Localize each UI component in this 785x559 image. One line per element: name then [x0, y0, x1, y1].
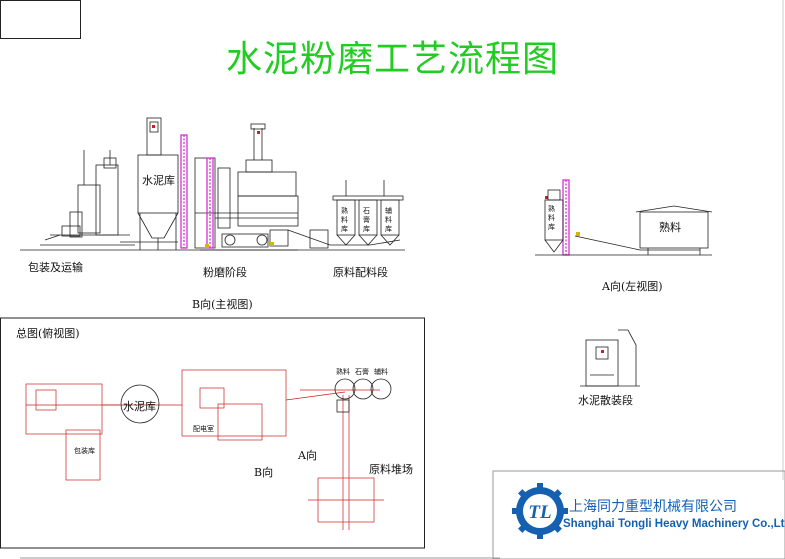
bin-clinker-label: 熟料库 — [341, 207, 348, 233]
front-view-caption: B向(主视图) — [192, 298, 253, 311]
clinker-shed-label: 熟料 — [659, 221, 681, 234]
packing-plan — [25, 383, 103, 435]
grinding-label: 粉磨阶段 — [203, 266, 247, 279]
bin-additive-label: 辅料库 — [385, 207, 392, 233]
batching-label: 原料配料段 — [333, 266, 388, 279]
plan-bin-gypsum: 石膏 — [355, 368, 369, 376]
company-name-cn: 上海同力重型机械有限公司 — [569, 499, 737, 515]
cement-silo — [120, 117, 179, 250]
plan-bin-clinker: 熟料 — [336, 368, 350, 376]
left-view-caption: A向(左视图) — [602, 280, 663, 293]
page-title: 水泥粉磨工艺流程图 — [225, 39, 559, 80]
plan-cement-silo-label: 水泥库 — [123, 400, 156, 413]
logo-letters: TL — [528, 502, 551, 523]
plan-view-caption: 总图(俯视图) — [16, 327, 80, 340]
grinding-plan — [181, 369, 287, 437]
bucket-elevators — [180, 134, 570, 256]
bulk-section — [580, 329, 640, 387]
packing-house-label: 包装库 — [74, 447, 95, 455]
plan-bin-additive: 辅料 — [374, 368, 388, 376]
plan-view — [25, 369, 384, 530]
clinker-silo-label: 熟料库 — [548, 205, 555, 231]
bulk-section-label: 水泥散装段 — [578, 394, 633, 407]
accent-elements — [205, 232, 580, 248]
packing-house-plan — [65, 429, 101, 481]
company-name-en: Shanghai Tongli Heavy Machinery Co.,Ltd — [563, 518, 785, 530]
direction-b-label: B向 — [254, 466, 274, 479]
left-view — [535, 189, 713, 256]
plan-view-box — [0, 317, 425, 549]
grinding-building — [194, 123, 299, 251]
plan-circles — [120, 378, 392, 424]
cement-silo-plan — [120, 384, 160, 424]
direction-a-label: A向 — [298, 449, 317, 462]
company-logo: TL — [512, 483, 568, 539]
packing-label: 包装及运输 — [28, 261, 83, 274]
company-box — [492, 470, 785, 559]
distribution-room-label: 配电室 — [193, 425, 214, 433]
batching-bins — [287, 180, 404, 249]
stockyard-label: 原料堆场 — [369, 463, 413, 476]
cement-silo-label: 水泥库 — [142, 174, 175, 187]
bin-gypsum-label: 石膏库 — [363, 207, 370, 233]
accent-red — [152, 125, 604, 353]
corner-box — [0, 0, 81, 39]
front-view — [20, 117, 405, 251]
packing-plant — [40, 150, 135, 246]
